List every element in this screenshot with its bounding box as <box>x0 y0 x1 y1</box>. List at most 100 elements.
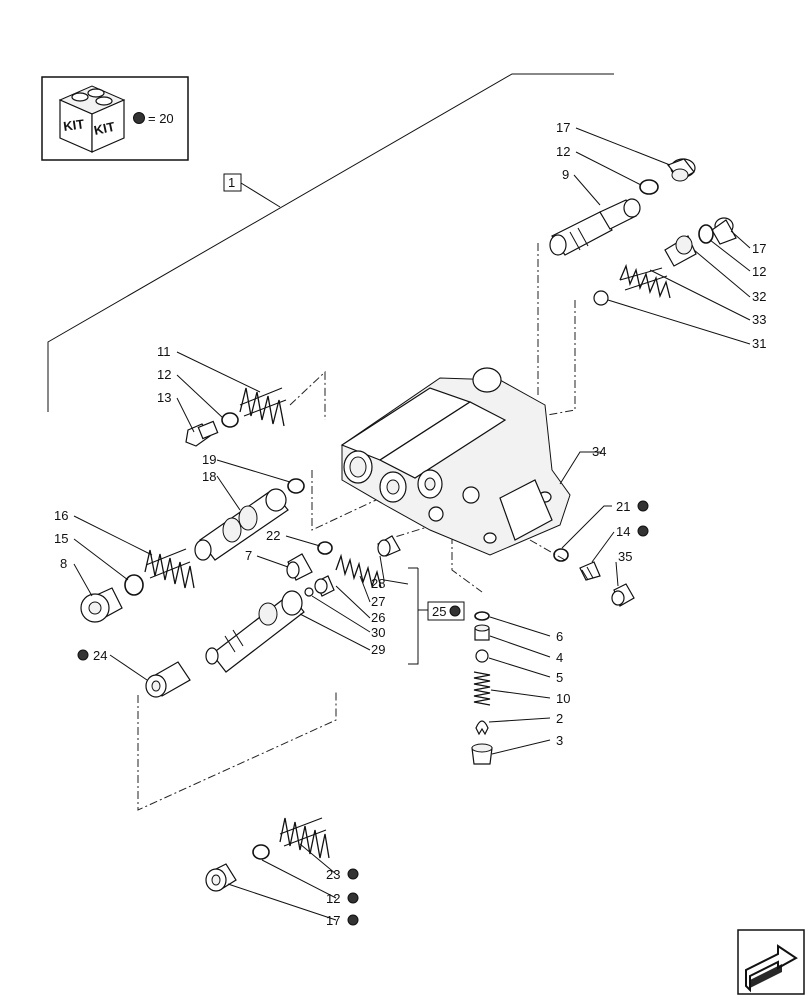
o-ring-12-bottom <box>252 844 270 860</box>
label-27: 27 <box>371 594 385 609</box>
ball-5 <box>475 649 489 663</box>
label-8: 8 <box>60 556 67 571</box>
ball-30 <box>304 587 314 597</box>
label-34: 34 <box>592 444 606 459</box>
o-ring-12-right <box>698 224 714 244</box>
valve-body <box>340 367 571 556</box>
assembly-bracket: 1 <box>47 73 614 412</box>
cap-3 <box>471 743 493 765</box>
label-23: 23 <box>326 867 340 882</box>
ball-31 <box>593 290 609 306</box>
spring-33 <box>619 263 671 299</box>
label-28: 28 <box>371 576 385 591</box>
label-12-left: 12 <box>157 367 171 382</box>
plug-17-right <box>711 217 737 245</box>
spool-9 <box>549 198 641 256</box>
cap-35 <box>611 583 635 607</box>
plug-13 <box>185 420 219 447</box>
label-33: 33 <box>752 312 766 327</box>
kit-dot-icon <box>347 892 359 904</box>
spring-11 <box>239 387 287 427</box>
label-1: 1 <box>228 175 235 190</box>
label-9: 9 <box>562 167 569 182</box>
label-7: 7 <box>245 548 252 563</box>
o-ring-6 <box>474 611 490 621</box>
label-19: 19 <box>202 452 216 467</box>
label-17-top: 17 <box>556 120 570 135</box>
plug-8 <box>80 587 123 623</box>
label-18: 18 <box>202 469 216 484</box>
kit-dot-icon <box>449 605 461 617</box>
o-ring-19 <box>287 478 305 494</box>
top-right-parts <box>549 158 737 306</box>
label-15: 15 <box>54 531 68 546</box>
leader-lines <box>73 127 751 921</box>
kit-box-icon: KIT KIT <box>58 85 126 153</box>
label-6: 6 <box>556 629 563 644</box>
o-ring-22 <box>317 541 333 555</box>
spool-18 <box>194 488 289 561</box>
label-31: 31 <box>752 336 766 351</box>
spool-29 <box>205 590 305 673</box>
plug-4 <box>474 624 490 641</box>
spring-10 <box>473 671 491 706</box>
kit-dot-icon <box>637 525 649 537</box>
label-2: 2 <box>556 711 563 726</box>
label-10: 10 <box>556 691 570 706</box>
bottom-parts <box>205 817 330 892</box>
part-labels: 17 12 9 17 12 32 33 31 11 12 13 19 18 16… <box>54 120 766 928</box>
label-25: 25 <box>432 604 446 619</box>
kit-legend: KIT KIT = 20 <box>41 76 189 161</box>
plug-17-bottom <box>205 863 237 892</box>
seat-26 <box>314 575 335 597</box>
kit-dot-icon <box>133 112 145 124</box>
kit-dot-icon <box>77 649 89 661</box>
label-12-bottom: 12 <box>326 891 340 906</box>
kit-equals-text: = 20 <box>148 111 174 126</box>
label-24: 24 <box>93 648 107 663</box>
group-ref-25: 25 <box>427 601 465 621</box>
label-26: 26 <box>371 610 385 625</box>
next-page-arrow-icon[interactable] <box>737 929 805 995</box>
kit-dot-icon <box>347 868 359 880</box>
o-ring-15 <box>124 574 144 596</box>
label-12-top: 12 <box>556 144 570 159</box>
spring-16 <box>144 548 195 589</box>
label-32: 32 <box>752 289 766 304</box>
insert-7 <box>286 553 313 581</box>
kit-text-left: KIT <box>62 116 85 134</box>
left-middle-parts <box>80 548 195 623</box>
o-ring-12-top <box>639 179 659 195</box>
spring-23 <box>279 817 330 859</box>
label-3: 3 <box>556 733 563 748</box>
clip-2 <box>475 720 489 736</box>
o-ring-12-left <box>221 412 239 428</box>
label-4: 4 <box>556 650 563 665</box>
label-11: 11 <box>157 344 171 359</box>
kit-dot-icon <box>637 500 649 512</box>
label-17-right: 17 <box>752 241 766 256</box>
fitting-14 <box>579 561 601 581</box>
kit-dot-icon <box>347 914 359 926</box>
label-17-bottom: 17 <box>326 913 340 928</box>
seat-28 <box>377 535 401 557</box>
label-35: 35 <box>618 549 632 564</box>
label-16: 16 <box>54 508 68 523</box>
center-small-parts <box>145 535 401 698</box>
label-13: 13 <box>157 390 171 405</box>
left-upper-parts <box>185 387 305 561</box>
label-5: 5 <box>556 670 563 685</box>
label-30: 30 <box>371 625 385 640</box>
kit-text-right: KIT <box>93 119 117 138</box>
label-12-right: 12 <box>752 264 766 279</box>
center-bottom-stack <box>471 611 493 765</box>
o-ring-21 <box>553 548 569 562</box>
plug-17-top <box>667 158 696 182</box>
spring-27 <box>335 553 382 589</box>
plug-24 <box>145 661 191 698</box>
cap-32 <box>664 235 697 267</box>
label-21: 21 <box>616 499 630 514</box>
label-22: 22 <box>266 528 280 543</box>
label-14: 14 <box>616 524 630 539</box>
